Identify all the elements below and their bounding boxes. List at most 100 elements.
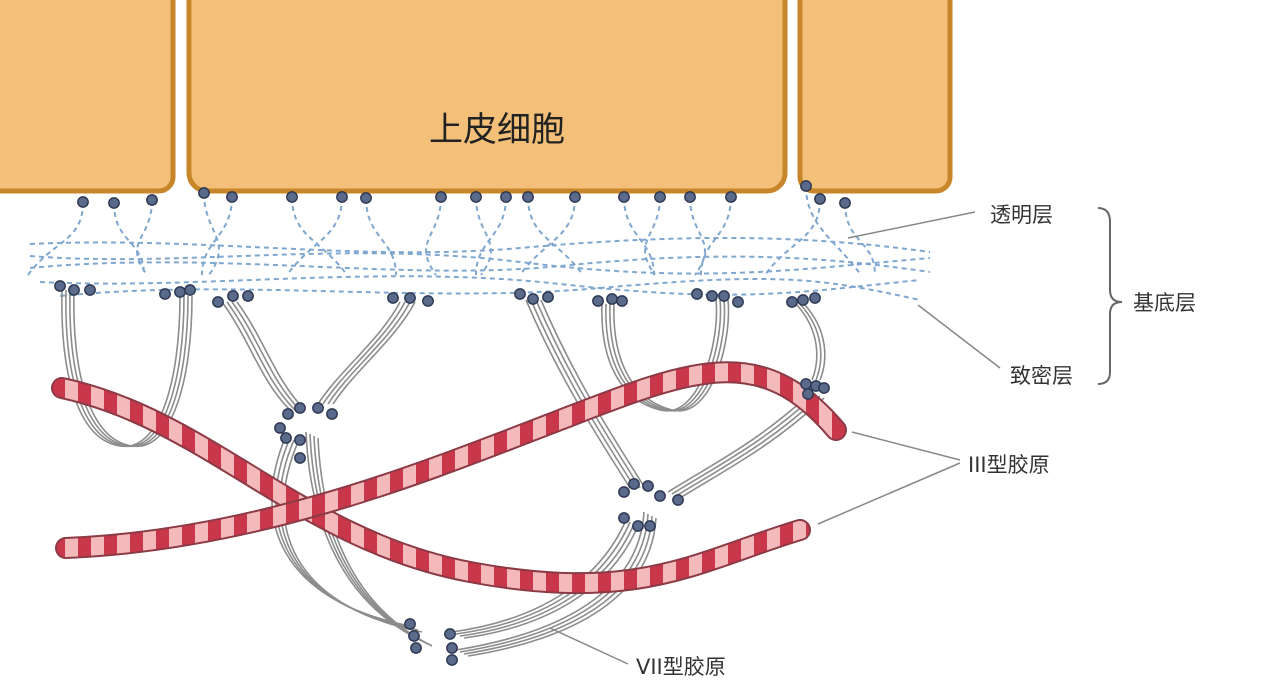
anchoring-fibril	[327, 301, 411, 405]
mesh-connector	[805, 185, 862, 276]
anchor-dot	[410, 642, 422, 654]
anchor-dot	[312, 402, 324, 414]
anchoring-fibril	[799, 303, 822, 381]
anchor-dot	[786, 296, 798, 308]
mesh-connector	[519, 196, 576, 276]
mesh-connector	[844, 202, 876, 276]
leader-line-collagen-iii-a	[851, 431, 961, 461]
anchor-dot	[514, 288, 526, 300]
anchoring-fibril	[455, 521, 631, 635]
anchoring-fibril	[322, 301, 406, 405]
anchor-dot	[108, 197, 120, 209]
anchoring-fibril	[463, 515, 653, 655]
anchoring-fibril	[609, 299, 726, 412]
anchor-dot	[446, 642, 458, 654]
anchor-dot	[470, 191, 482, 203]
mesh-wave	[39, 275, 921, 296]
leader-line-lamina-lucida	[847, 211, 976, 239]
anchoring-fibril	[221, 301, 291, 411]
anchor-dot	[644, 520, 656, 532]
anchor-dot	[294, 434, 306, 446]
anchor-dot	[684, 191, 696, 203]
anchoring-fibril	[679, 397, 825, 499]
anchor-dot	[408, 630, 420, 642]
anchor-dot	[294, 402, 306, 414]
anchor-dot	[672, 494, 684, 506]
anchor-dot	[435, 191, 447, 203]
anchor-dot	[54, 280, 66, 292]
label-lamina-lucida: 透明层	[990, 203, 1053, 227]
anchoring-fibril	[226, 301, 296, 411]
anchor-dot	[814, 193, 826, 205]
anchor-dot	[159, 288, 171, 300]
epithelial-cell-left	[0, 0, 176, 194]
epithelial-cell-center	[186, 0, 788, 194]
anchoring-fibril	[236, 301, 306, 411]
anchor-dot	[404, 292, 416, 304]
mesh-connector	[764, 198, 821, 276]
label-basal-lamina: 基底层	[1133, 291, 1196, 315]
anchor-dot	[422, 295, 434, 307]
anchor-dot	[654, 191, 666, 203]
anchor-dot	[212, 296, 224, 308]
anchor-dots	[54, 180, 851, 666]
anchor-dot	[84, 284, 96, 296]
epithelial-cells: 上皮细胞	[0, 0, 953, 194]
collagen-iii-fibers	[51, 361, 847, 595]
cell-label: 上皮细胞	[429, 110, 565, 150]
anchor-dot	[404, 618, 416, 630]
mesh-connector	[475, 196, 492, 276]
label-collagen-iii: III型胶原	[968, 453, 1050, 477]
anchor-dot	[68, 284, 80, 296]
anchor-dot	[184, 284, 196, 296]
anchor-dot	[446, 654, 458, 666]
anchoring-fibril	[459, 513, 649, 653]
mesh-connector	[475, 196, 507, 276]
anchoring-fibril	[231, 301, 301, 411]
mesh-wave	[59, 277, 921, 301]
anchor-dot	[628, 478, 640, 490]
leader-line-collagen-vii	[549, 627, 629, 665]
mesh-connector	[644, 196, 661, 276]
mesh-connector	[291, 196, 348, 276]
mesh-connector	[689, 196, 706, 276]
anchoring-fibril	[451, 519, 627, 633]
anchor-dot	[387, 292, 399, 304]
anchor-dot	[326, 408, 338, 420]
anchor-dot	[606, 293, 618, 305]
leader-line-lamina-densa	[917, 304, 1001, 369]
anchor-dot	[569, 191, 581, 203]
anchoring-fibril	[803, 303, 826, 381]
anchor-dot	[800, 180, 812, 192]
anchoring-fibril	[455, 511, 645, 651]
anchor-dot	[286, 191, 298, 203]
anchoring-fibril	[671, 393, 817, 495]
label-lamina-densa: 致密层	[1010, 364, 1073, 388]
anchor-dot	[227, 290, 239, 302]
diagram-labels: 透明层 基底层 致密层 III型胶原 VII型胶原	[636, 203, 1196, 679]
mesh-wave	[29, 236, 931, 254]
mesh-connector	[201, 196, 233, 276]
anchor-dot	[616, 295, 628, 307]
mesh-connector	[700, 196, 732, 276]
leader-line-collagen-iii-b	[817, 462, 961, 525]
anchor-dot	[800, 378, 812, 390]
anchor-dot	[274, 422, 286, 434]
anchor-dot	[522, 191, 534, 203]
anchor-dot	[146, 194, 158, 206]
anchor-dot	[618, 486, 630, 498]
anchoring-fibril	[459, 523, 635, 637]
anchor-dot	[336, 191, 348, 203]
anchor-dot	[839, 197, 851, 209]
anchor-dot	[809, 292, 821, 304]
anchor-dot	[642, 480, 654, 492]
anchor-dot	[444, 628, 456, 640]
anchor-dot	[500, 191, 512, 203]
anchoring-fibril	[601, 299, 718, 412]
anchor-dot	[732, 296, 744, 308]
collagen-iii-fiber-1	[51, 377, 811, 595]
mesh-connector	[203, 192, 220, 276]
lamina-mesh	[27, 185, 931, 301]
